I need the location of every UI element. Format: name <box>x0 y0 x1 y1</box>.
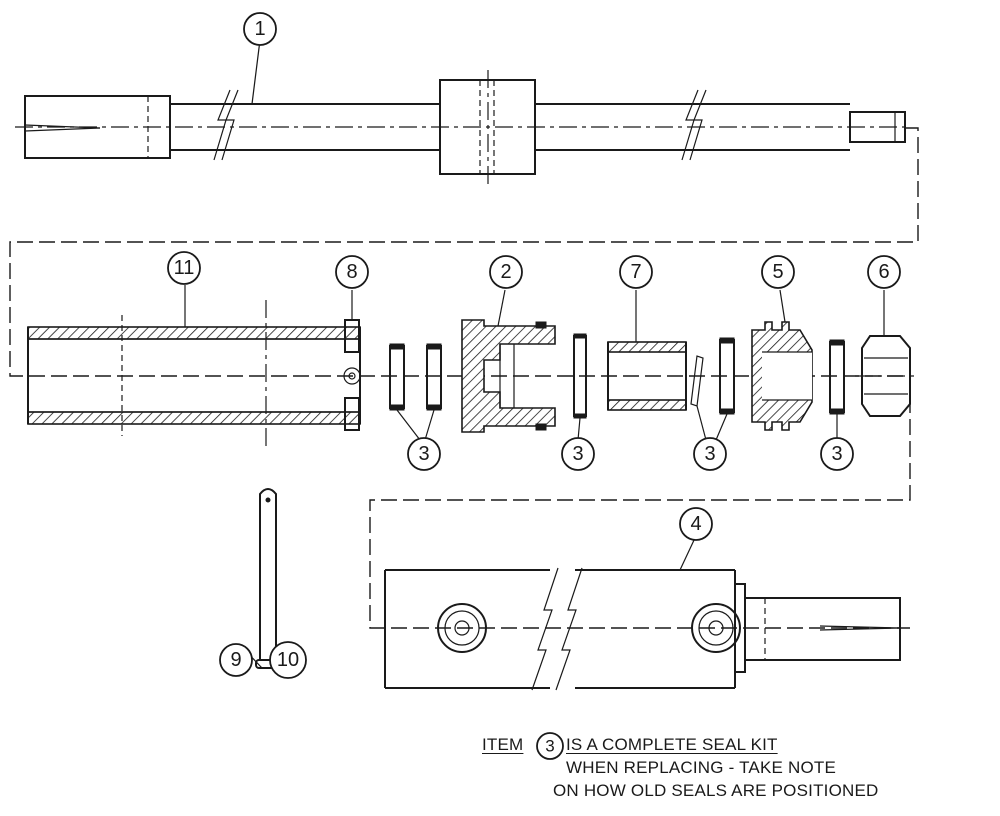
callout-10: 10 <box>269 641 307 679</box>
note-line-1: IS A COMPLETE SEAL KIT <box>566 735 778 754</box>
part-pin <box>241 488 286 669</box>
callout-label: 9 <box>230 649 241 671</box>
callout-3-left: 3 <box>407 437 441 471</box>
callout-label: 6 <box>878 261 889 283</box>
note-callout-3: 3 <box>536 732 564 760</box>
note-line-2: WHEN REPLACING - TAKE NOTE <box>566 758 836 777</box>
callout-label: 3 <box>704 443 715 465</box>
callout-3-wiper: 3 <box>561 437 595 471</box>
callout-label: 10 <box>277 649 299 671</box>
connector-line <box>9 127 919 629</box>
part-piston <box>751 289 813 431</box>
callout-label: 3 <box>831 443 842 465</box>
callout-2: 2 <box>489 255 523 289</box>
part-seals-left <box>389 343 442 441</box>
callout-3-right: 3 <box>820 437 854 471</box>
part-seal-right <box>829 339 845 440</box>
part-sleeve <box>607 290 687 411</box>
callout-label: 11 <box>174 257 195 279</box>
callout-label: 2 <box>500 261 511 283</box>
part-barrel <box>27 285 361 450</box>
callout-7: 7 <box>619 255 653 289</box>
callout-label: 1 <box>254 18 265 40</box>
note-item-prefix: ITEM <box>482 735 524 754</box>
callout-9: 9 <box>219 643 253 677</box>
part-nut <box>855 290 918 417</box>
part-housing <box>384 537 901 691</box>
callout-3-middle: 3 <box>693 437 727 471</box>
callout-label: 4 <box>690 513 701 535</box>
callout-label: 3 <box>418 443 429 465</box>
part-gland <box>461 289 556 433</box>
callout-label: 3 <box>545 737 554 756</box>
callout-8: 8 <box>335 255 369 289</box>
part-shaft <box>15 39 910 184</box>
callout-label: 3 <box>572 443 583 465</box>
callout-label: 8 <box>346 261 357 283</box>
part-set-screws <box>343 290 361 431</box>
callout-6: 6 <box>867 255 901 289</box>
part-seals-middle <box>690 337 735 441</box>
callout-4: 4 <box>679 507 713 541</box>
part-wiper-ring <box>573 333 587 441</box>
callout-5: 5 <box>761 255 795 289</box>
callout-label: 5 <box>772 261 783 283</box>
note-line-3: ON HOW OLD SEALS ARE POSITIONED <box>553 781 879 800</box>
callout-1: 1 <box>243 12 277 46</box>
callout-11: 11 <box>167 251 201 285</box>
callout-label: 7 <box>630 261 641 283</box>
